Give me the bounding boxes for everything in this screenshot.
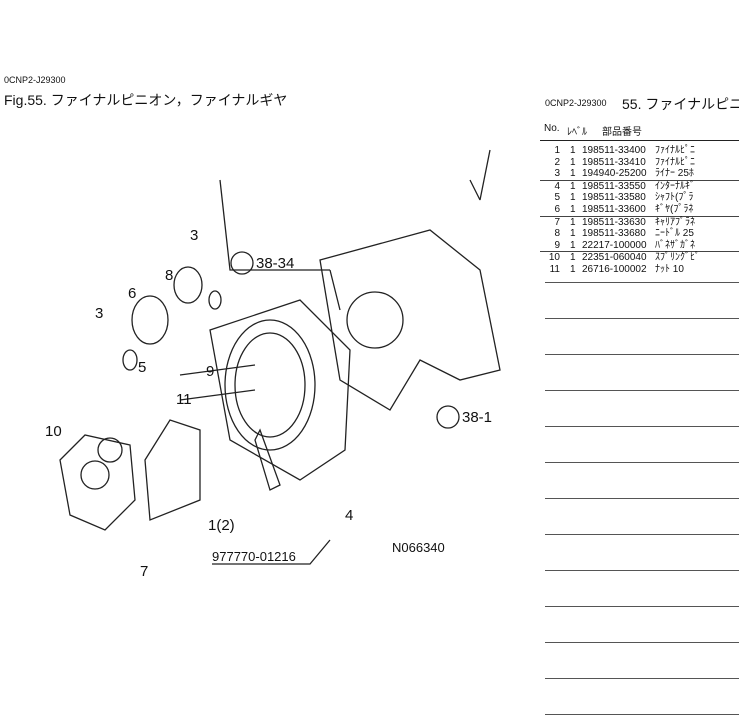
callout-7: 7: [140, 563, 148, 580]
callout-11: 11: [176, 391, 192, 408]
cell-no: 1: [554, 145, 560, 156]
cell-name: ｼｬﾌﾄ(ﾌﾟﾗ: [655, 192, 694, 204]
cell-name: ｷﾞﾔ(ﾌﾟﾗﾈ: [655, 203, 694, 215]
callout-8: 8: [165, 267, 173, 284]
cell-level: 1: [570, 168, 576, 180]
callout-3: 3: [95, 305, 103, 322]
cell-name: ｷｬﾘｱﾌﾟﾗﾈ: [655, 216, 695, 228]
header-part-number: 部品番号: [602, 127, 642, 138]
blank-line: [545, 282, 739, 283]
right-catalog-code: 0CNP2-J29300: [545, 98, 607, 108]
cell-no: 7: [554, 216, 560, 228]
table-row: 10 1 22351-060040 ｽﾌﾟﾘﾝｸﾞﾋﾟ: [540, 252, 739, 264]
blank-line: [545, 390, 739, 391]
cell-level: 1: [570, 216, 576, 228]
callout-3: 3: [190, 227, 198, 244]
cell-name: ｽﾌﾟﾘﾝｸﾞﾋﾟ: [655, 252, 700, 264]
right-title: 55. ファイナルピニオン: [622, 96, 739, 112]
cell-name: ｲﾝﾀｰﾅﾙｷﾞ: [655, 180, 695, 192]
callout-1-2: 1(2): [208, 517, 235, 534]
cell-part: 198511-33580: [582, 192, 646, 204]
cell-part: 198511-33630: [582, 216, 646, 228]
cell-name: ﾆｰﾄﾞﾙ 25: [655, 228, 694, 240]
cell-no: 11: [549, 263, 560, 275]
cell-part: 22351-060040: [582, 252, 647, 264]
blank-line: [545, 462, 739, 463]
reference-number: N066340: [392, 540, 445, 555]
cell-part: 198511-33600: [582, 203, 646, 215]
catalog-code: 0CNP2-J29300: [4, 75, 66, 85]
callout-4: 4: [345, 507, 353, 524]
cell-part: 26716-100002: [582, 263, 647, 275]
cell-level: 1: [570, 252, 576, 264]
blank-line: [545, 606, 739, 607]
blank-line: [545, 714, 739, 715]
cell-level: 1: [570, 203, 576, 215]
cell-name: ﾅｯﾄ 10: [655, 263, 684, 275]
cell-part: 22217-100000: [582, 239, 647, 251]
cell-level: 1: [570, 239, 576, 251]
header-level: ﾚﾍﾞﾙ: [567, 127, 587, 138]
parts-diagram: 3 8 3 6 38-34 5 11 9 10 38-1 4 1(2) 7 97…: [45, 149, 501, 580]
table-header: No. ﾚﾍﾞﾙ 部品番号: [540, 120, 739, 141]
cell-level: 1: [570, 228, 576, 240]
callout-5: 5: [138, 359, 146, 376]
callout-6: 6: [128, 285, 136, 302]
blank-line: [545, 570, 739, 571]
cell-part: 198511-33680: [582, 228, 646, 240]
cell-part: 198511-33410: [582, 156, 646, 168]
cell-no: 9: [554, 239, 560, 251]
blank-line: [545, 642, 739, 643]
callout-38-34: 38-34: [256, 255, 294, 272]
cell-no: 3: [554, 168, 560, 180]
cell-level: 1: [570, 145, 576, 156]
blank-line: [545, 354, 739, 355]
cell-level: 1: [570, 192, 576, 204]
cell-part: 198511-33550: [582, 180, 646, 192]
drawing-number: 977770-01216: [212, 549, 296, 564]
cell-no: 6: [554, 203, 560, 215]
header-no: No.: [544, 123, 560, 134]
cell-name: ﾗｲﾅｰ 25ﾎ: [655, 168, 694, 180]
cell-no: 2: [554, 156, 560, 168]
blank-line: [545, 426, 739, 427]
cell-no: 10: [548, 252, 560, 264]
cell-no: 5: [554, 192, 560, 204]
blank-line: [545, 534, 739, 535]
cell-level: 1: [570, 263, 576, 275]
cell-level: 1: [570, 156, 576, 168]
figure-title: Fig.55. ファイナルピニオン，ファイナルギヤ: [4, 92, 288, 108]
callout-38-1: 38-1: [462, 409, 492, 426]
blank-line: [545, 498, 739, 499]
blank-line: [545, 318, 739, 319]
cell-no: 4: [554, 180, 560, 192]
callout-10: 10: [45, 423, 62, 440]
cell-no: 8: [554, 228, 560, 240]
callout-9: 9: [206, 363, 214, 380]
cell-name: ﾌｧｲﾅﾙﾋﾟﾆ: [655, 156, 695, 168]
blank-line: [545, 678, 739, 679]
cell-part: 194940-25200: [582, 168, 647, 180]
cell-level: 1: [570, 180, 576, 192]
cell-name: ﾌｧｲﾅﾙﾋﾟﾆ: [655, 145, 695, 156]
cell-part: 198511-33400: [582, 145, 646, 156]
cell-name: ﾊﾞﾈｻﾞｶﾞﾈ: [655, 239, 695, 251]
